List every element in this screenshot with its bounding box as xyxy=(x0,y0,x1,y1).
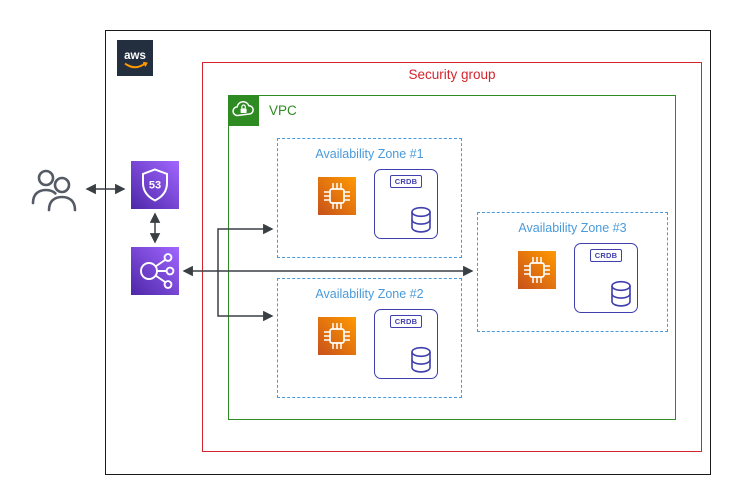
ec2-instance-icon xyxy=(518,251,556,289)
vpc-cloud-icon xyxy=(228,95,259,126)
security-group-label: Security group xyxy=(408,67,496,82)
ec2-instance-icon xyxy=(318,317,356,355)
availability-zone-3-label: Availability Zone #3 xyxy=(518,221,627,235)
database-cylinder-icon xyxy=(411,206,431,233)
vpc-label: VPC xyxy=(269,103,297,118)
crdb-label: CRDB xyxy=(389,175,423,188)
availability-zone-1-label: Availability Zone #1 xyxy=(315,147,424,161)
availability-zone-1: Availability Zone #1 CRDB xyxy=(277,138,462,258)
ec2-instance-icon xyxy=(318,177,356,215)
crdb-node: CRDB xyxy=(374,309,438,379)
elastic-load-balancing-icon xyxy=(131,247,179,295)
aws-logo-text: aws xyxy=(124,50,146,62)
aws-account-boundary xyxy=(105,30,711,475)
crdb-label: CRDB xyxy=(389,315,423,328)
crdb-node: CRDB xyxy=(374,169,438,239)
database-cylinder-icon xyxy=(411,346,431,373)
aws-logo: aws xyxy=(117,40,153,76)
users-icon xyxy=(28,165,82,219)
availability-zone-2: Availability Zone #2 CRDB xyxy=(277,278,462,398)
database-cylinder-icon xyxy=(611,280,631,307)
crdb-node: CRDB xyxy=(574,243,638,313)
amazon-route53-icon: 53 xyxy=(131,161,179,209)
security-group-boundary xyxy=(202,62,702,452)
availability-zone-3: Availability Zone #3 CRDB xyxy=(477,212,668,332)
availability-zone-2-label: Availability Zone #2 xyxy=(315,287,424,301)
crdb-label: CRDB xyxy=(589,249,623,262)
route53-shield-text: 53 xyxy=(149,180,161,192)
